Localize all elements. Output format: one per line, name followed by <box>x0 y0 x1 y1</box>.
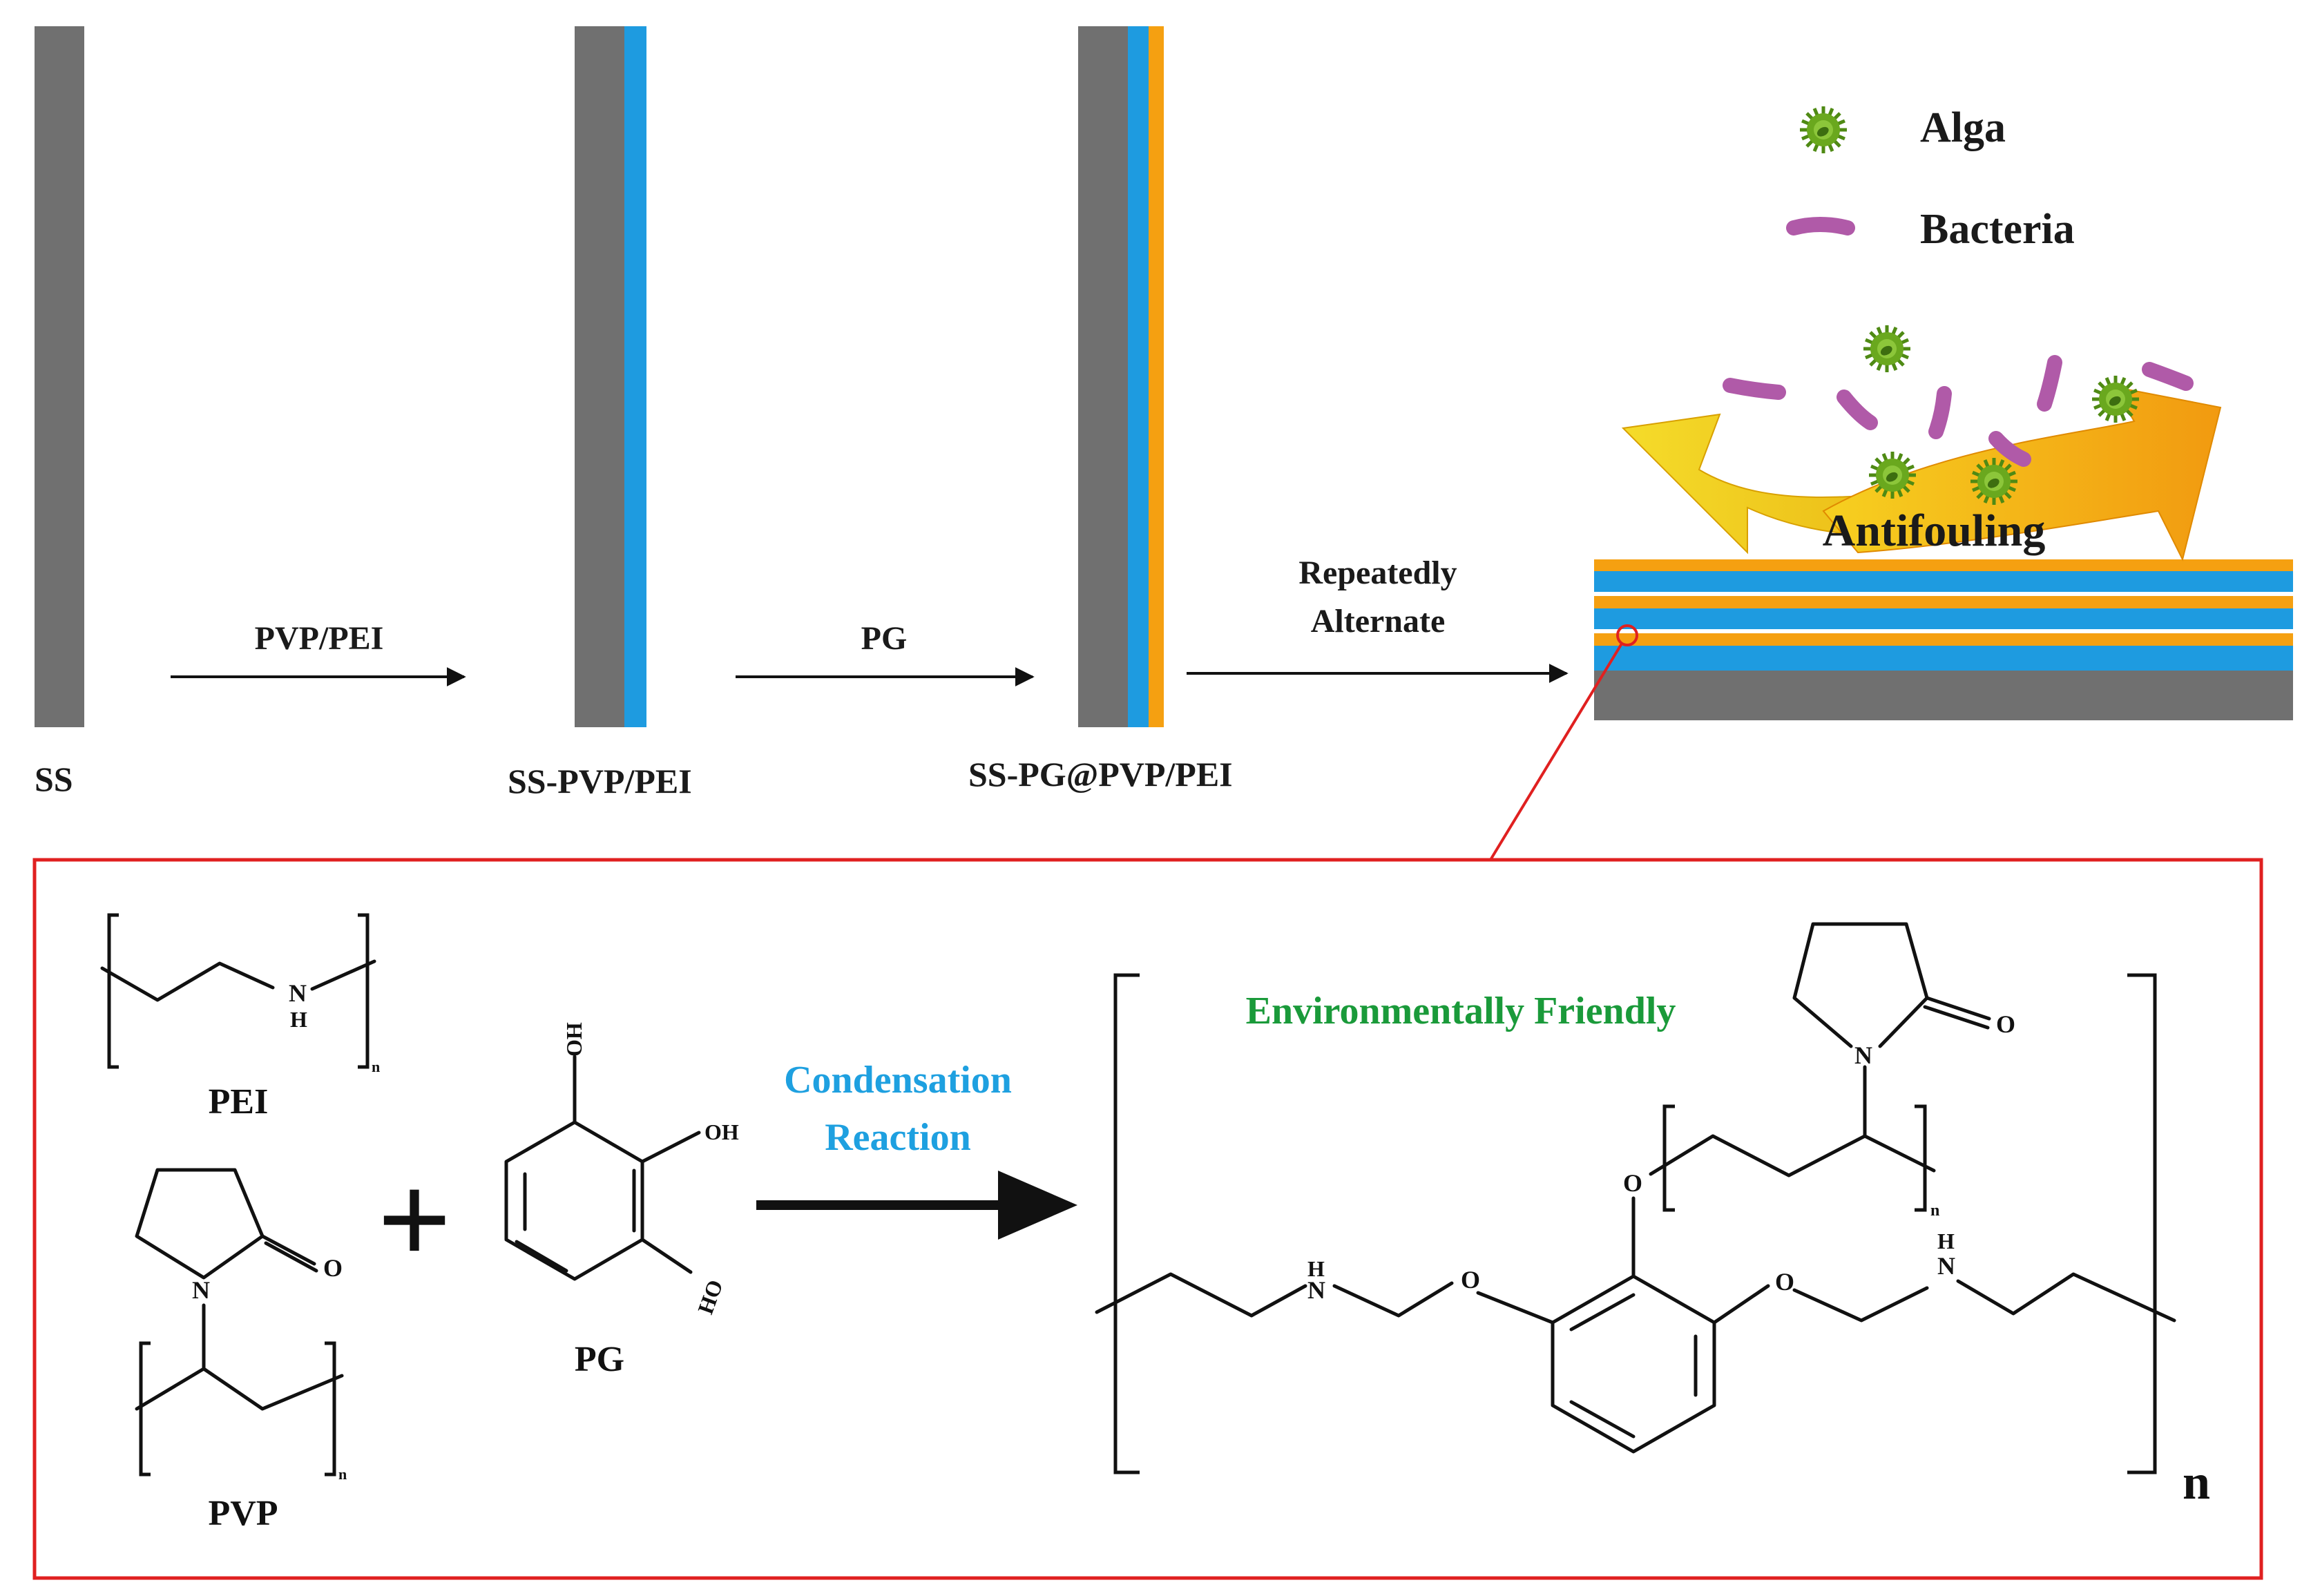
environmentally-friendly-label: Environmentally Friendly <box>1246 990 1676 1032</box>
svg-text:N: N <box>1854 1041 1872 1069</box>
repeat-index-n: n <box>2183 1454 2210 1510</box>
pvp-structure: O N n PVP <box>135 1168 347 1533</box>
svg-text:H: H <box>1937 1229 1955 1253</box>
antifouling-arrow-right <box>1822 385 2222 561</box>
step-label-repeatedly: Repeatedly <box>1298 555 1457 591</box>
antifouling-label: Antifouling <box>1823 506 2046 556</box>
product-structure: n Environmentally Friendly H N O O H N O… <box>1095 922 2210 1510</box>
svg-text:O: O <box>1996 1010 2015 1038</box>
stage-label-ss: SS <box>35 760 73 798</box>
pg-structure: OH OH HO PG <box>504 1022 739 1379</box>
ss-pg-orange-layer <box>1149 26 1164 727</box>
step-label-pg: PG <box>861 620 908 657</box>
legend-label-bacteria: Bacteria <box>1920 206 2075 253</box>
svg-text:n: n <box>338 1465 347 1483</box>
fouling-organisms <box>1723 325 2194 505</box>
alga-icon <box>1800 106 1847 153</box>
svg-text:OH: OH <box>562 1022 586 1057</box>
svg-text:O: O <box>1461 1266 1480 1294</box>
pg-label: PG <box>575 1340 624 1379</box>
stage-label-ss-pvp-pei: SS-PVP/PEI <box>508 762 692 800</box>
ss-pvp-pei-blue-layer <box>624 26 646 727</box>
svg-text:N: N <box>289 979 307 1007</box>
callout-line <box>1489 642 1623 861</box>
reaction-label: Reaction <box>825 1116 971 1159</box>
svg-text:H: H <box>290 1007 307 1032</box>
pvp-label: PVP <box>208 1494 278 1533</box>
svg-text:n: n <box>372 1058 380 1075</box>
legend: Alga Bacteria <box>1786 104 2075 253</box>
svg-text:H: H <box>1307 1256 1325 1281</box>
stage-label-ss-pg-pvp-pei: SS-PG@PVP/PEI <box>968 755 1233 794</box>
svg-text:n: n <box>1930 1202 1939 1220</box>
plus-sign: + <box>377 1148 452 1293</box>
reaction-arrow-head <box>998 1171 1077 1240</box>
pei-label: PEI <box>209 1082 269 1122</box>
svg-text:O: O <box>1775 1268 1794 1296</box>
ss-substrate <box>35 26 84 727</box>
bacteria-icon <box>1786 217 1855 235</box>
ss-pvp-pei-substrate <box>575 26 624 727</box>
magnify-circle <box>1616 624 1638 646</box>
ss-pg-substrate <box>1078 26 1128 727</box>
step-label-alternate: Alternate <box>1311 603 1446 640</box>
svg-text:HO: HO <box>693 1276 728 1317</box>
svg-text:N: N <box>192 1276 210 1304</box>
svg-text:N: N <box>1307 1276 1325 1304</box>
svg-text:N: N <box>1937 1252 1955 1280</box>
reaction-callout-box <box>32 858 2263 1580</box>
ss-pg-blue-layer <box>1128 26 1149 727</box>
svg-text:O: O <box>1623 1169 1642 1197</box>
legend-label-alga: Alga <box>1920 104 2006 151</box>
svg-text:O: O <box>323 1254 343 1282</box>
pei-structure: N H n PEI <box>100 913 380 1122</box>
svg-text:OH: OH <box>704 1119 739 1144</box>
step-label-pvp-pei: PVP/PEI <box>255 620 384 657</box>
condensation-label: Condensation <box>784 1059 1012 1102</box>
multilayer-coating <box>1594 559 2293 720</box>
